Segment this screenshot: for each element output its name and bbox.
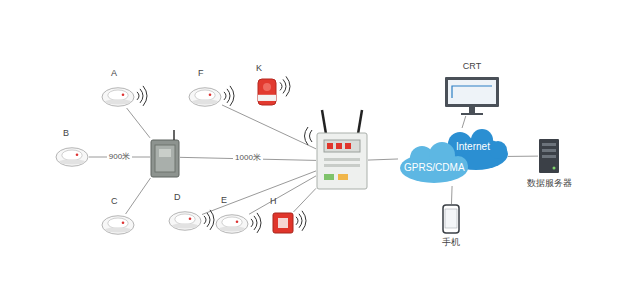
server-node: 数据服务器 (538, 138, 560, 174)
node-label: 数据服务器 (527, 179, 572, 189)
crt-icon (444, 76, 500, 116)
det-node: E (215, 213, 249, 235)
det-node: C (101, 214, 135, 236)
button-node: H (272, 212, 294, 234)
panel-icon (316, 132, 368, 190)
det-node: F (188, 86, 222, 108)
det-node: D (168, 210, 202, 232)
node-label: F (198, 69, 204, 79)
server-icon (538, 138, 560, 174)
connector-line (202, 171, 316, 215)
connector-line (368, 159, 398, 160)
connector-line (249, 176, 316, 214)
det-icon (215, 213, 249, 235)
det-icon (188, 86, 222, 108)
phone-node: 手机 (442, 204, 460, 234)
det-node: B (55, 146, 89, 168)
node-label: CRT (463, 62, 481, 72)
node-label: A (111, 69, 117, 79)
connector-line (222, 105, 316, 149)
node-label: D (174, 193, 181, 203)
det-icon (55, 146, 89, 168)
phone-icon (442, 204, 460, 234)
node-label: C (111, 197, 118, 207)
connector-line (462, 116, 466, 128)
panel-node (316, 132, 368, 190)
connector-line (126, 178, 151, 214)
connector-line (127, 108, 150, 138)
cloud-node: GPRS/CDMA Internet (398, 128, 508, 186)
node-label: Internet (456, 141, 490, 152)
cloud-icon (398, 128, 508, 186)
distance-label: 1000米 (233, 154, 263, 163)
det-icon (101, 86, 135, 108)
node-label: 手机 (442, 238, 460, 248)
button-icon (272, 212, 294, 234)
crt-node: CRT (444, 76, 500, 116)
det-icon (101, 214, 135, 236)
node-label: B (63, 129, 69, 139)
node-label: H (270, 197, 277, 207)
alarm-icon (256, 78, 278, 106)
node-label: E (221, 196, 227, 206)
connector-line (508, 156, 538, 157)
det-icon (168, 210, 202, 232)
connector-line (451, 186, 453, 204)
relay-node (150, 136, 180, 178)
alarm-node: K (256, 78, 278, 106)
node-label: K (256, 64, 262, 74)
connector-line (293, 188, 316, 212)
det-node: A (101, 86, 135, 108)
distance-label: 900米 (107, 153, 132, 162)
relay-icon (150, 136, 180, 178)
node-label: GPRS/CDMA (404, 162, 465, 173)
